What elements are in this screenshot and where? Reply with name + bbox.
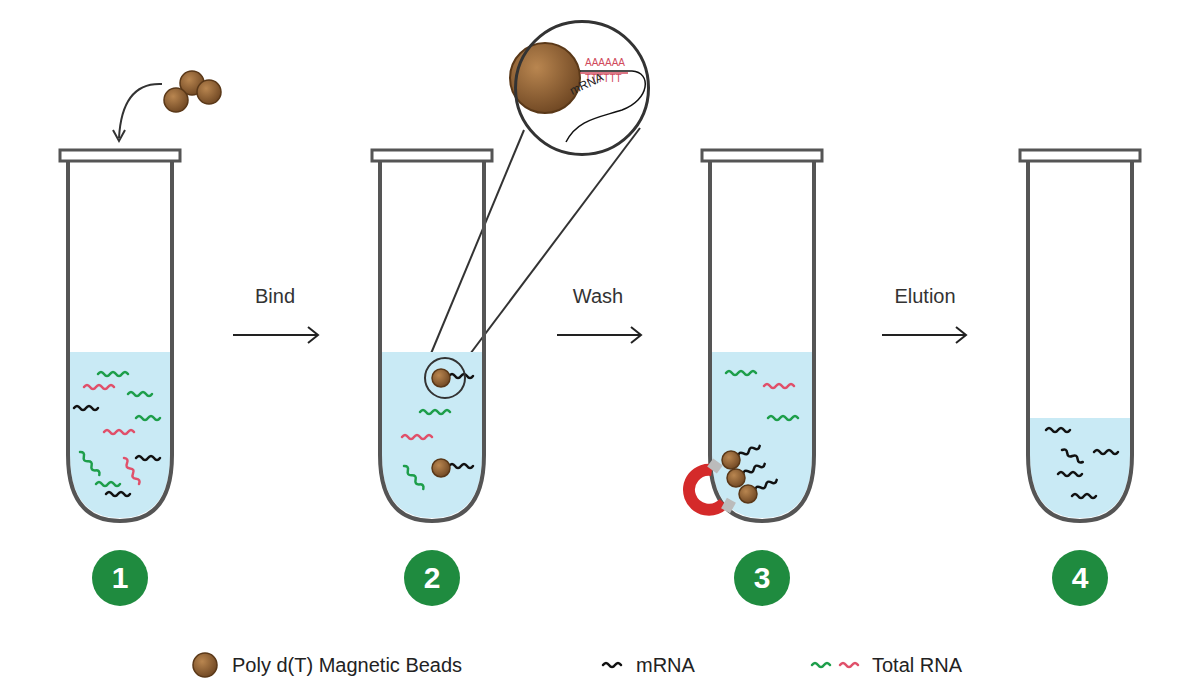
process-arrow — [882, 334, 966, 336]
step-number: 4 — [1052, 550, 1108, 606]
magnetic-bead — [722, 451, 740, 469]
mrna — [1072, 494, 1096, 498]
total-rna — [402, 465, 424, 491]
node-shape — [404, 550, 460, 606]
step-number: 3 — [734, 550, 790, 606]
step-label: Bind — [205, 286, 345, 306]
arrow-head — [308, 327, 318, 343]
tube — [380, 160, 484, 521]
step-number-circle: 2 — [404, 550, 460, 606]
magnetic-bead — [739, 485, 757, 503]
total-rna — [78, 451, 100, 477]
magnetic-bead — [432, 459, 450, 477]
total-rna — [768, 416, 798, 420]
tube — [710, 160, 814, 521]
mrna — [1094, 450, 1118, 454]
liquid — [712, 352, 812, 518]
mrna — [737, 444, 760, 458]
total-rna — [122, 457, 140, 485]
node-shape — [92, 550, 148, 606]
sequence-label: mRNA — [568, 71, 605, 97]
total-rna — [136, 416, 160, 420]
total-rna — [96, 482, 120, 486]
mrna — [449, 374, 473, 378]
zoom-leader-line — [425, 130, 524, 368]
node-shape — [734, 550, 790, 606]
legend-total-rna-sample — [840, 663, 858, 667]
magnetic-bead — [510, 43, 580, 113]
liquid — [70, 352, 170, 518]
total-rna — [420, 410, 450, 414]
total-rna — [84, 385, 114, 389]
step-number: 1 — [92, 550, 148, 606]
tube-rim — [1020, 150, 1140, 161]
legend-text: mRNA — [636, 655, 695, 675]
sequence-label: AAAAAA — [585, 58, 625, 68]
mrna — [754, 478, 777, 492]
magnetic-bead — [432, 369, 450, 387]
total-rna — [128, 392, 152, 396]
step-label: Elution — [855, 286, 995, 306]
tube — [68, 160, 172, 521]
step-number-circle: 4 — [1052, 550, 1108, 606]
add-arrow — [119, 84, 162, 138]
arrow-head — [113, 130, 125, 141]
mrna — [742, 462, 765, 476]
magnetic-bead — [164, 88, 188, 112]
total-rna — [104, 430, 134, 434]
step-label: Wash — [528, 286, 668, 306]
magnet-pole — [724, 503, 733, 508]
tube-rim — [60, 150, 180, 161]
legend-mrna-sample — [603, 663, 621, 667]
magnetic-bead — [727, 469, 745, 487]
mrna — [106, 492, 130, 496]
mrna-strand — [580, 70, 632, 72]
mrna — [74, 406, 98, 410]
mrna — [1061, 448, 1084, 463]
mrna — [1046, 428, 1070, 432]
legend-text: Poly d(T) Magnetic Beads — [232, 655, 462, 675]
zoom-circle: AAAAAATTTTTTmRNA — [514, 20, 650, 156]
total-rna — [764, 384, 794, 388]
arrow-head — [631, 327, 641, 343]
legend-total-rna-sample — [812, 663, 830, 667]
mrna — [449, 464, 473, 468]
mrna — [1058, 472, 1082, 476]
tube-rim — [702, 150, 822, 161]
total-rna — [98, 372, 128, 376]
magnet-pole — [712, 462, 718, 470]
node-shape — [1052, 550, 1108, 606]
tube — [1028, 160, 1132, 521]
legend-text: Total RNA — [872, 655, 962, 675]
tube-rim — [372, 150, 492, 161]
liquid — [1030, 418, 1130, 518]
node-shape — [516, 22, 649, 155]
liquid — [382, 352, 482, 518]
legend-bead-sample — [193, 653, 217, 677]
zoom-marker — [425, 358, 465, 398]
process-arrow — [233, 334, 318, 336]
magnetic-bead — [197, 80, 221, 104]
step-number-circle: 3 — [734, 550, 790, 606]
step-number: 2 — [404, 550, 460, 606]
mrna — [136, 456, 160, 460]
total-rna — [402, 435, 432, 439]
step-number-circle: 1 — [92, 550, 148, 606]
magnet — [689, 470, 724, 510]
process-arrow — [557, 334, 641, 336]
total-rna — [726, 371, 756, 375]
arrow-head — [956, 327, 966, 343]
